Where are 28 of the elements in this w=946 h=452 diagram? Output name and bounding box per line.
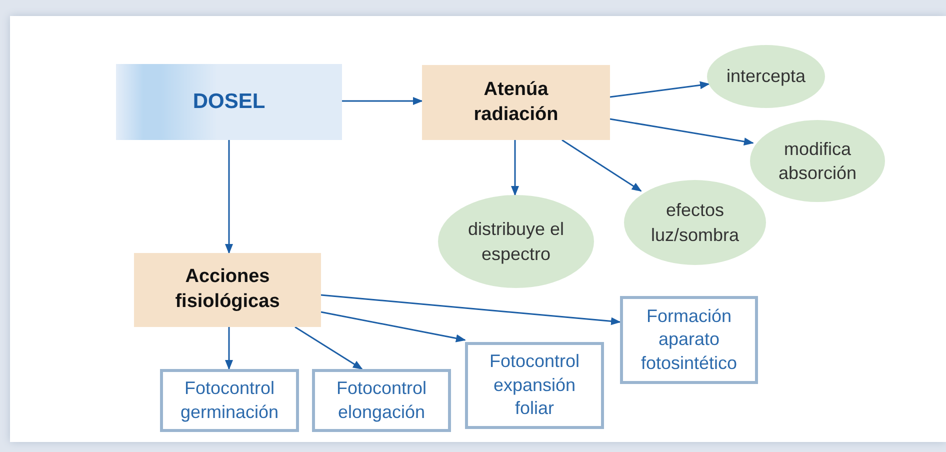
arrow xyxy=(511,140,519,196)
process-box xyxy=(134,253,321,327)
node-label: Fotocontrol expansión foliar xyxy=(488,350,581,420)
node-label: distribuye el espectro xyxy=(466,218,566,266)
node-label: intercepta xyxy=(726,65,806,88)
arrow xyxy=(225,140,233,254)
arrow xyxy=(610,118,754,146)
process-box xyxy=(422,65,610,140)
node-label: Fotocontrol germinación xyxy=(179,377,280,424)
node-label: Formación aparato fotosintético xyxy=(640,304,738,375)
arrow xyxy=(320,311,466,342)
arrow xyxy=(562,139,642,192)
node-label: Atenúa radiación xyxy=(472,78,560,126)
node-label: DOSEL xyxy=(192,90,266,114)
node-label: Acciones fisiológicas xyxy=(174,265,281,314)
arrow xyxy=(342,97,423,105)
outcome-box xyxy=(465,342,604,429)
node-label: modifica absorción xyxy=(777,138,858,185)
node-label: Fotocontrol elongación xyxy=(335,377,428,424)
outcome-box xyxy=(620,296,758,384)
arrow xyxy=(610,81,710,98)
arrow xyxy=(320,294,621,326)
outcome-box xyxy=(160,369,299,432)
arrow xyxy=(225,327,233,370)
outcome-box xyxy=(312,369,451,432)
title-box xyxy=(116,64,342,140)
node-label: efectos luz/sombra xyxy=(650,199,740,246)
arrow xyxy=(294,326,363,370)
